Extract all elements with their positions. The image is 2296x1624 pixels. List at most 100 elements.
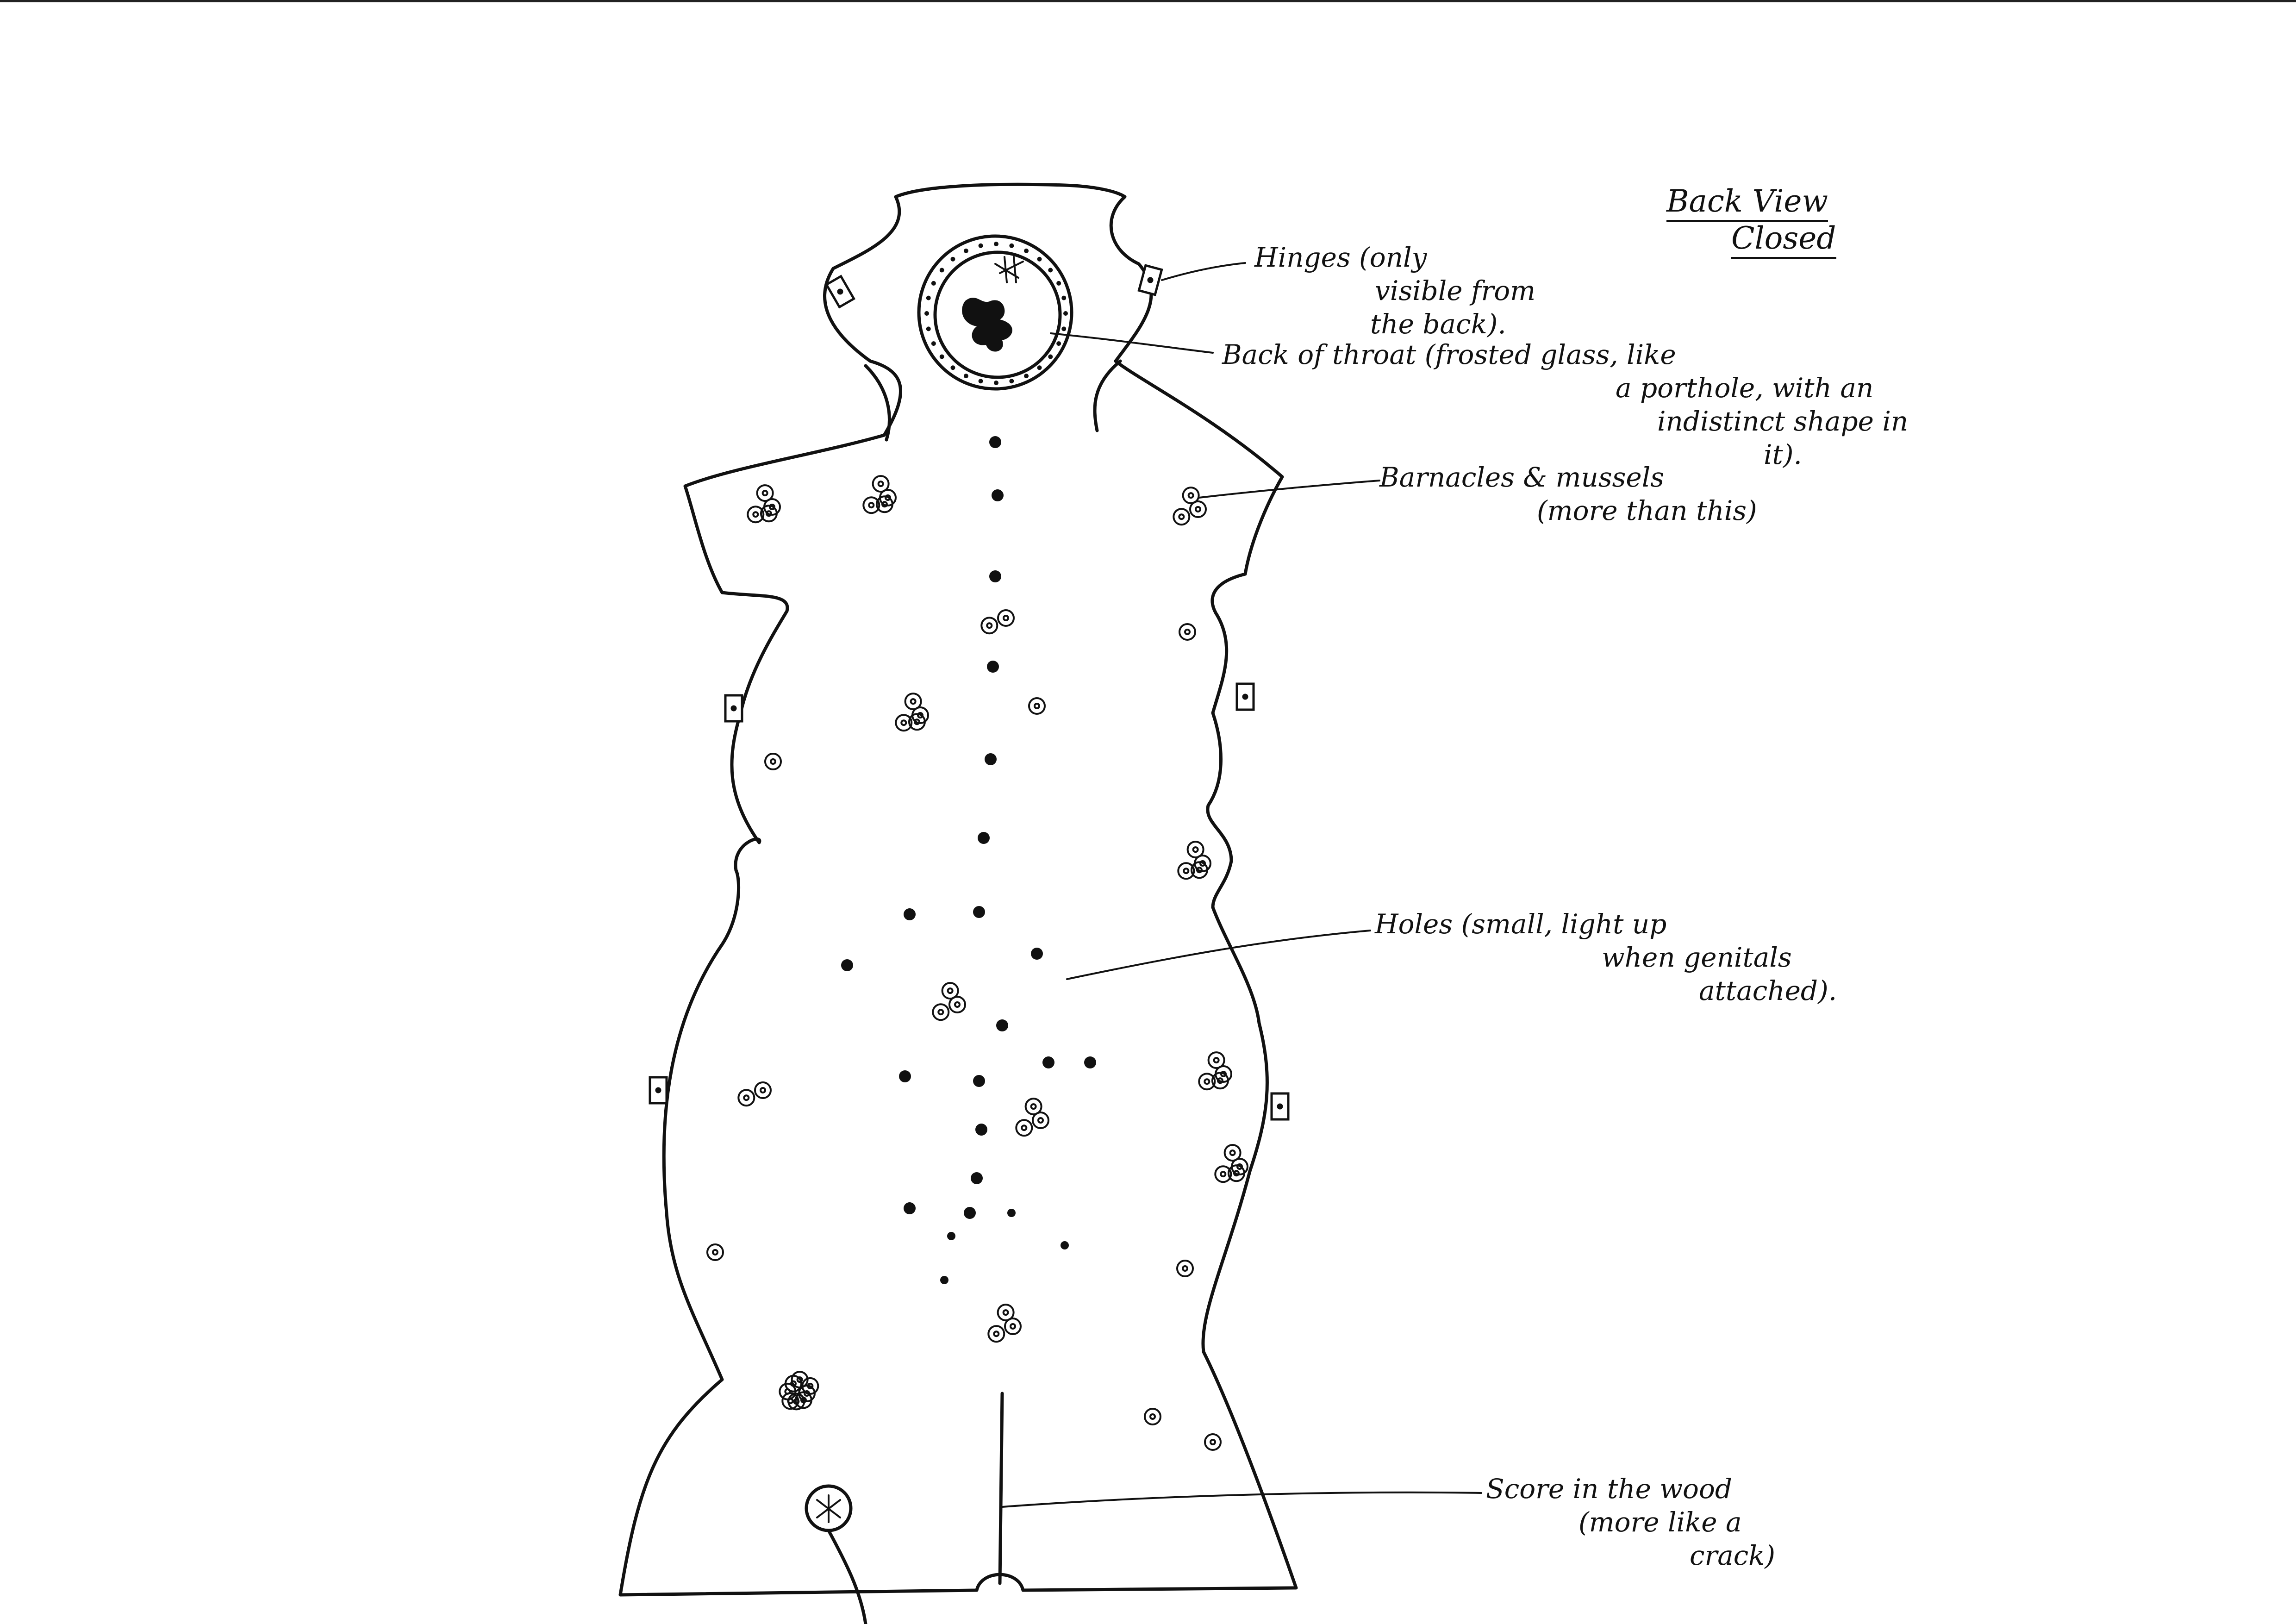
barnacle-cluster bbox=[748, 485, 780, 522]
porthole-rivet bbox=[1009, 379, 1014, 383]
throat-line-2: a porthole, with an bbox=[1222, 371, 1908, 405]
annotation-barnacles: Barnacles & mussels (more than this) bbox=[1379, 461, 1757, 527]
hole-dot bbox=[841, 959, 853, 971]
leader-holes bbox=[1067, 931, 1370, 979]
score-crack bbox=[1000, 1393, 1002, 1583]
title-line-2: Closed bbox=[1731, 220, 1836, 259]
barnacle-cluster bbox=[863, 476, 896, 513]
hole-dot bbox=[975, 1124, 987, 1136]
hole-dot bbox=[899, 1070, 911, 1082]
annotation-score: Score in the wood (more like a crack) bbox=[1486, 1472, 1775, 1572]
barnacle-cluster bbox=[1173, 487, 1206, 525]
porthole-rivet bbox=[1061, 296, 1066, 300]
title-line-1: Back View bbox=[1666, 183, 1828, 222]
barnacle-cluster bbox=[1029, 698, 1045, 714]
porthole-rivet bbox=[1037, 365, 1042, 370]
hinge-pin bbox=[1243, 695, 1247, 699]
throat-line-3: indistinct shape in bbox=[1222, 405, 1908, 438]
hole-dot bbox=[989, 570, 1001, 582]
hole-dot bbox=[973, 906, 985, 918]
barnacle-cluster bbox=[1016, 1099, 1048, 1136]
hole-dot bbox=[989, 436, 1001, 448]
barnacle-cluster bbox=[981, 610, 1014, 633]
leader-barnacles bbox=[1199, 481, 1379, 498]
barnacle-cluster bbox=[780, 1372, 818, 1409]
hole-dot bbox=[971, 1172, 983, 1184]
hinges-line-2: visible from bbox=[1254, 274, 1535, 307]
annotation-holes: Holes (small, light up when genitals att… bbox=[1375, 907, 1837, 1007]
porthole-rivet bbox=[924, 311, 929, 316]
hole-dot bbox=[947, 1232, 955, 1240]
porthole-rivet bbox=[931, 281, 936, 286]
porthole-rivet bbox=[1048, 355, 1053, 359]
holes-line-1: Holes (small, light up bbox=[1375, 907, 1837, 941]
leader-throat bbox=[1051, 333, 1213, 353]
annotation-hinges: Hinges (only visible from the back). bbox=[1254, 241, 1535, 341]
score-line-3: crack) bbox=[1486, 1539, 1775, 1572]
hole-dot bbox=[992, 489, 1004, 501]
porthole-rivet bbox=[994, 242, 998, 246]
throat-line-1: Back of throat (frosted glass, like bbox=[1222, 338, 1908, 371]
hinge-pin bbox=[1148, 278, 1152, 282]
barnacle-cluster bbox=[707, 1244, 723, 1260]
porthole-rivet bbox=[979, 379, 983, 383]
leader-score bbox=[1002, 1493, 1481, 1507]
barnacle-cluster bbox=[988, 1305, 1021, 1342]
hole-dot bbox=[1007, 1209, 1016, 1217]
knot-tail bbox=[829, 1530, 866, 1624]
porthole-rivet bbox=[1048, 268, 1053, 272]
barnacles-line-2: (more than this) bbox=[1379, 494, 1757, 527]
barnacle-cluster bbox=[1177, 1261, 1193, 1276]
porthole-hatch bbox=[995, 257, 1023, 282]
indistinct-shape bbox=[962, 298, 1012, 352]
porthole-rivet bbox=[950, 365, 955, 370]
porthole-rivet bbox=[994, 381, 998, 385]
neck-stroke-right bbox=[1095, 361, 1120, 431]
barnacle-cluster bbox=[933, 983, 965, 1020]
porthole-rivet bbox=[940, 355, 944, 359]
score-line-1: Score in the wood bbox=[1486, 1472, 1775, 1505]
hinges-line-3: the back). bbox=[1254, 307, 1535, 341]
barnacle-cluster bbox=[1179, 624, 1195, 640]
porthole-rivet bbox=[926, 326, 931, 331]
view-title: Back View bbox=[1666, 183, 1828, 222]
hole-dot bbox=[904, 1202, 916, 1214]
hole-dot bbox=[1061, 1241, 1069, 1249]
holes-line-2: when genitals bbox=[1375, 941, 1837, 974]
knot-star bbox=[817, 1495, 840, 1522]
hinge-pin bbox=[656, 1088, 660, 1092]
porthole-rivet bbox=[926, 296, 931, 300]
hinge-pin bbox=[838, 290, 842, 294]
porthole-rivet bbox=[1056, 341, 1061, 346]
annotation-throat: Back of throat (frosted glass, like a po… bbox=[1222, 338, 1908, 471]
porthole-rivet bbox=[950, 257, 955, 262]
barnacle-cluster bbox=[1178, 842, 1210, 879]
hole-dot bbox=[978, 832, 990, 844]
hole-dot bbox=[1031, 948, 1043, 960]
hole-dot bbox=[987, 661, 999, 673]
barnacles-line-1: Barnacles & mussels bbox=[1379, 461, 1757, 494]
barnacle-cluster bbox=[1205, 1434, 1221, 1450]
porthole-rivet bbox=[1063, 311, 1068, 316]
porthole-rivet bbox=[979, 244, 983, 248]
hinges-line-1: Hinges (only bbox=[1254, 241, 1535, 274]
body-outline bbox=[620, 184, 1296, 1595]
porthole-rivet bbox=[931, 341, 936, 346]
hole-dot bbox=[973, 1075, 985, 1087]
hole-dot bbox=[964, 1207, 976, 1219]
barnacle-cluster bbox=[1215, 1145, 1248, 1182]
barnacle-cluster bbox=[896, 693, 928, 731]
score-line-2: (more like a bbox=[1486, 1505, 1775, 1539]
porthole-rivet bbox=[1024, 374, 1029, 378]
holes-line-3: attached). bbox=[1375, 974, 1837, 1007]
porthole-rivet bbox=[1056, 281, 1061, 286]
porthole-rivet bbox=[1009, 244, 1014, 248]
leader-hinges bbox=[1162, 263, 1245, 280]
hole-dot bbox=[1042, 1056, 1054, 1068]
neck-stroke-left bbox=[866, 366, 889, 440]
hole-dot bbox=[1084, 1056, 1096, 1068]
barnacle-cluster bbox=[765, 754, 781, 769]
porthole-rivet bbox=[940, 268, 944, 272]
hole-dot bbox=[996, 1019, 1008, 1031]
